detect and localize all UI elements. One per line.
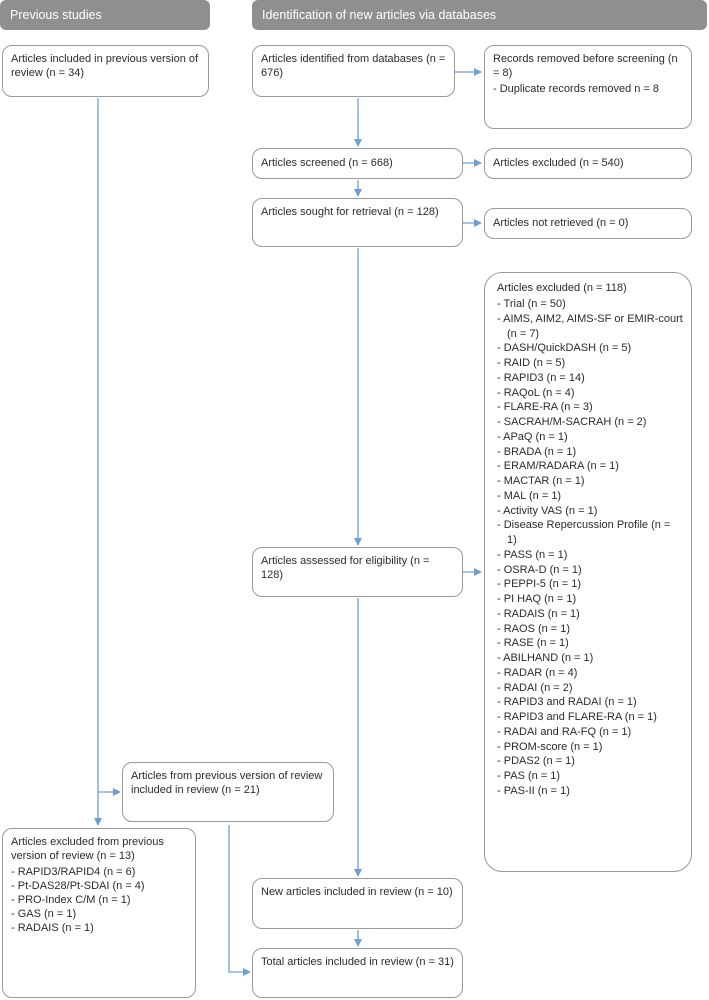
list-item: RAQoL (n = 4) (497, 386, 683, 401)
list-item: MAL (n = 1) (497, 489, 683, 504)
box-screen-excluded: Articles excluded (n = 540) (484, 148, 692, 179)
list-item: Duplicate records removed n = 8 (493, 82, 683, 96)
list-item: RADAI (n = 2) (497, 681, 683, 696)
list-item: RAPID3/RAPID4 (n = 6) (11, 865, 187, 879)
list-item: PROM-score (n = 1) (497, 740, 683, 755)
list-removed: Duplicate records removed n = 8 (493, 82, 683, 96)
list-item: APaQ (n = 1) (497, 430, 683, 445)
box-prev-included: Articles included in previous version of… (2, 45, 209, 97)
box-assessed: Articles assessed for eligibility (n = 1… (252, 547, 463, 597)
list-item: PAS-II (n = 1) (497, 784, 683, 799)
list-item: PRO-Index C/M (n = 1) (11, 893, 187, 907)
list-item: AIMS, AIM2, AIMS-SF or EMIR-court (n = 7… (497, 312, 683, 342)
list-item: RAPID3 and FLARE-RA (n = 1) (497, 710, 683, 725)
list-item: RADAR (n = 4) (497, 666, 683, 681)
list-item: RASE (n = 1) (497, 636, 683, 651)
list-elig-excluded: Trial (n = 50) AIMS, AIM2, AIMS-SF or EM… (497, 297, 683, 799)
list-item: RAPID3 and RADAI (n = 1) (497, 695, 683, 710)
box-total-included: Total articles included in review (n = 3… (252, 948, 463, 998)
box-elig-excluded: Articles excluded (n = 118) Trial (n = 5… (484, 272, 692, 872)
header-new-articles: Identification of new articles via datab… (252, 0, 707, 30)
list-item: RADAIS (n = 1) (11, 921, 187, 935)
list-item: RAOS (n = 1) (497, 622, 683, 637)
list-item: ABILHAND (n = 1) (497, 651, 683, 666)
box-screened: Articles screened (n = 668) (252, 148, 463, 179)
box-new-included: New articles included in review (n = 10) (252, 878, 463, 929)
list-prev-excluded: RAPID3/RAPID4 (n = 6) Pt-DAS28/Pt-SDAI (… (11, 865, 187, 935)
list-item: PI HAQ (n = 1) (497, 592, 683, 607)
list-item: Disease Repercussion Profile (n = 1) (497, 518, 683, 548)
box-removed: Records removed before screening (n = 8)… (484, 45, 692, 129)
list-item: RADAI and RA-FQ (n = 1) (497, 725, 683, 740)
list-item: PEPPI-5 (n = 1) (497, 577, 683, 592)
list-item: BRADA (n = 1) (497, 445, 683, 460)
box-not-retrieved: Articles not retrieved (n = 0) (484, 208, 692, 239)
list-item: PDAS2 (n = 1) (497, 754, 683, 769)
list-item: FLARE-RA (n = 3) (497, 400, 683, 415)
list-item: ERAM/RADARA (n = 1) (497, 459, 683, 474)
list-item: PAS (n = 1) (497, 769, 683, 784)
header-previous-studies: Previous studies (0, 0, 210, 30)
box-sought: Articles sought for retrieval (n = 128) (252, 198, 463, 247)
list-item: GAS (n = 1) (11, 907, 187, 921)
list-item: RAID (n = 5) (497, 356, 683, 371)
list-item: PASS (n = 1) (497, 548, 683, 563)
box-identified: Articles identified from databases (n = … (252, 45, 455, 97)
list-item: DASH/QuickDASH (n = 5) (497, 341, 683, 356)
list-item: RADAIS (n = 1) (497, 607, 683, 622)
list-item: OSRA-D (n = 1) (497, 563, 683, 578)
box-prev-excluded: Articles excluded from previous version … (2, 828, 196, 998)
list-item: SACRAH/M-SACRAH (n = 2) (497, 415, 683, 430)
list-item: MACTAR (n = 1) (497, 474, 683, 489)
list-item: Trial (n = 50) (497, 297, 683, 312)
list-item: RAPID3 (n = 14) (497, 371, 683, 386)
list-item: Activity VAS (n = 1) (497, 504, 683, 519)
list-item: Pt-DAS28/Pt-SDAI (n = 4) (11, 879, 187, 893)
arrow-in-review-to-total (228, 825, 251, 976)
box-prev-in-review: Articles from previous version of review… (122, 762, 334, 822)
